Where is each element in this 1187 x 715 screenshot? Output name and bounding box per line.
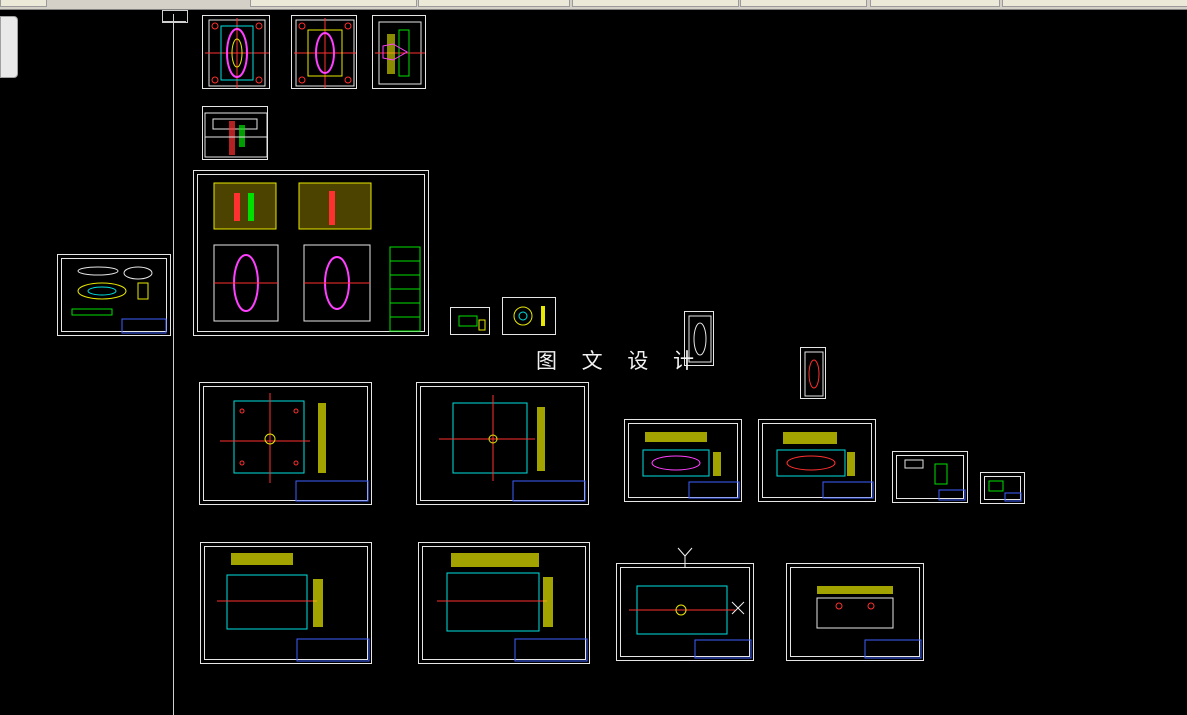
sheet-inner-border	[197, 174, 425, 332]
toolbar-segment[interactable]	[0, 0, 47, 7]
cavity-drawing-2[interactable]	[758, 419, 876, 502]
side-panel-tab[interactable]	[0, 16, 18, 78]
top-toolbar	[0, 0, 1187, 10]
toolbar-segment[interactable]	[572, 0, 739, 7]
plate-drawing-6[interactable]	[786, 563, 924, 661]
plate-drawing-1[interactable]	[199, 382, 372, 505]
toolbar-segment[interactable]	[740, 0, 867, 7]
cavity-drawing-1[interactable]	[624, 419, 742, 502]
drawing-view-topmid[interactable]	[291, 15, 357, 89]
sheet-inner-border	[790, 567, 920, 657]
toolbar-segment[interactable]	[870, 0, 1000, 7]
x-pickbox-icon	[731, 601, 745, 615]
drawing-view-topleft[interactable]	[202, 15, 270, 89]
ucs-marker-line	[162, 21, 186, 22]
plate-drawing-3[interactable]	[200, 542, 372, 664]
crosshair-cursor-icon	[677, 547, 693, 568]
drawing-view-section[interactable]	[202, 106, 268, 160]
toolbar-segment[interactable]	[418, 0, 570, 7]
watermark-text: 图 文 设 计	[536, 349, 704, 373]
sheet-inner-border	[896, 455, 964, 499]
toolbar-segment[interactable]	[1002, 0, 1187, 7]
component-drawing-2[interactable]	[980, 472, 1025, 504]
toolbar-segment[interactable]	[250, 0, 417, 7]
sheet-inner-border	[984, 476, 1021, 500]
plate-drawing-4[interactable]	[418, 542, 590, 664]
sheet-inner-border	[204, 546, 368, 660]
part-view-small-1[interactable]	[450, 307, 490, 335]
sheet-inner-border	[422, 546, 586, 660]
y-axis-line	[173, 14, 174, 715]
sheet-inner-border	[61, 258, 167, 332]
part-view-insert[interactable]	[684, 311, 714, 366]
assembly-drawing-sheet[interactable]	[193, 170, 429, 336]
part-view-core[interactable]	[800, 347, 826, 399]
sheet-inner-border	[628, 423, 738, 498]
part-view-small-2[interactable]	[502, 297, 556, 335]
plate-drawing-2[interactable]	[416, 382, 589, 505]
component-drawing-1[interactable]	[892, 451, 968, 503]
product-drawing-sheet[interactable]	[57, 254, 171, 336]
sheet-inner-border	[420, 386, 585, 501]
sheet-inner-border	[762, 423, 872, 498]
ucs-marker	[162, 10, 188, 23]
drawing-view-topright[interactable]	[372, 15, 426, 89]
sheet-inner-border	[203, 386, 368, 501]
